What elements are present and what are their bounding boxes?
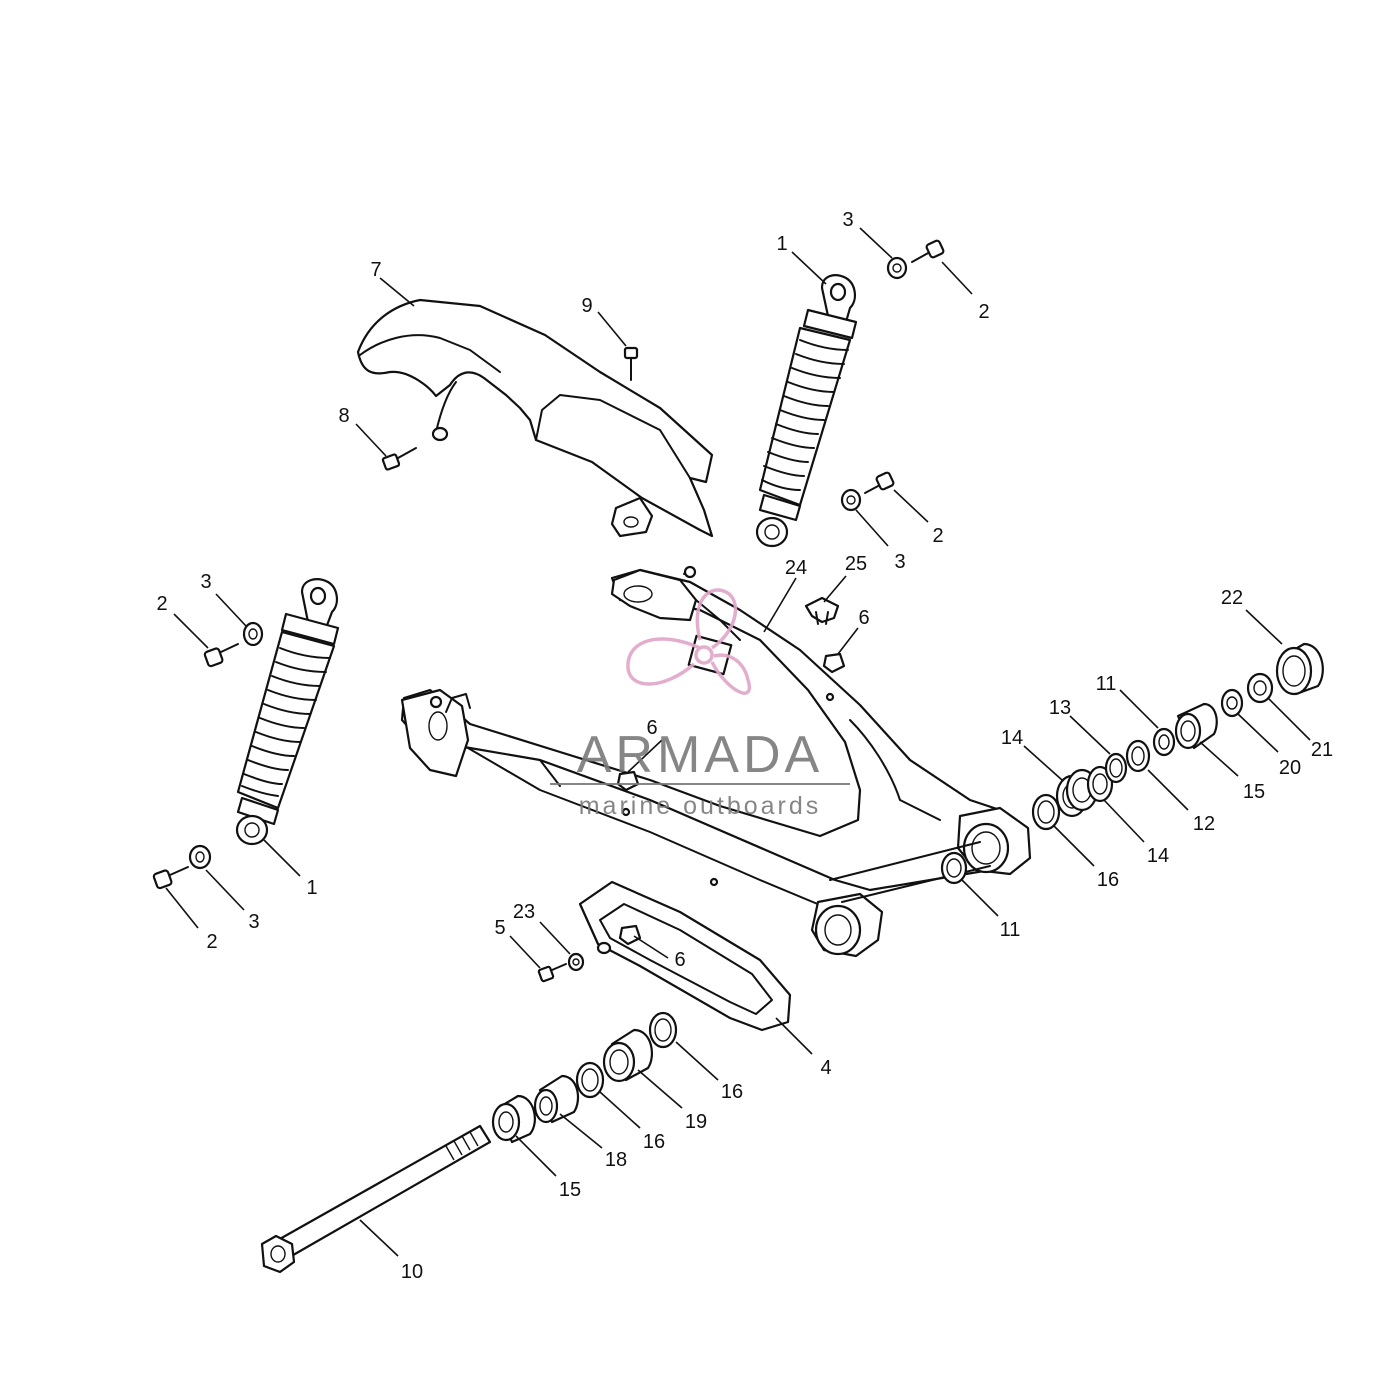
seal-16-middle [575, 1061, 605, 1099]
callout-label: 14 [1001, 727, 1023, 749]
callout-label: 24 [785, 557, 807, 579]
leader-lines [165, 227, 1311, 1257]
shock-absorber-left [235, 578, 340, 846]
callout-label: 18 [605, 1149, 627, 1171]
callout-label: 13 [1049, 697, 1071, 719]
callout-label: 15 [559, 1179, 581, 1201]
callout-label: 9 [581, 295, 592, 317]
nut-6-upper [822, 652, 846, 674]
callout-label: 20 [1279, 757, 1301, 779]
pivot-bolt-10 [260, 1124, 492, 1274]
callout-label: 3 [200, 571, 211, 593]
callout-label: 7 [370, 259, 381, 281]
watermark-brand: ARMADA [577, 726, 823, 784]
bolt-2-left-top [203, 643, 239, 668]
bolt-5 [537, 963, 567, 983]
callout-label: 14 [1147, 845, 1169, 867]
washer-23 [567, 952, 585, 972]
callout-label: 5 [494, 917, 505, 939]
callout-label: 21 [1311, 739, 1333, 761]
callout-label: 2 [206, 931, 217, 953]
callout-label: 1 [306, 877, 317, 899]
cap-22 [1275, 642, 1324, 696]
chain-slider [578, 880, 792, 1032]
bolt-2-top-right [911, 239, 945, 263]
callout-label: 8 [338, 405, 349, 427]
bearing-14-b [1086, 765, 1114, 803]
callout-label: 2 [156, 593, 167, 615]
spacer-11-lower [940, 851, 968, 885]
bushing-15-right [1174, 702, 1218, 750]
callout-label: 2 [932, 525, 943, 547]
callout-label: 3 [248, 911, 259, 933]
callout-label: 16 [643, 1131, 665, 1153]
washer-3-left-top [242, 621, 264, 647]
callout-label: 1 [776, 233, 787, 255]
sleeve-18 [533, 1074, 580, 1124]
spacer-11-upper [1152, 727, 1176, 757]
callout-label: 22 [1221, 587, 1243, 609]
washer-3-mid-right [840, 488, 862, 512]
washer-3-left-bottom [188, 844, 212, 870]
washer-3-top-right [886, 256, 908, 280]
callout-label: 10 [401, 1261, 423, 1283]
callout-label: 11 [1096, 673, 1117, 695]
callout-label: 25 [845, 553, 867, 575]
chain-guard [356, 298, 714, 538]
washer-20 [1220, 688, 1244, 718]
ring-12 [1125, 739, 1151, 773]
callout-label: 4 [820, 1057, 831, 1079]
callout-label: 3 [842, 209, 853, 231]
clip-25 [804, 596, 840, 625]
bolt-2-left-bottom [152, 866, 189, 890]
seal-16-upper [648, 1011, 678, 1049]
shock-absorber-right [755, 274, 858, 548]
callout-label: 11 [1000, 919, 1021, 941]
bolt-2-mid-right [864, 471, 895, 494]
bolt-8 [381, 447, 417, 471]
nut-21 [1246, 672, 1274, 704]
nut-6-center [616, 770, 640, 792]
callout-label: 23 [513, 901, 535, 923]
bushing-15-lower [491, 1094, 536, 1144]
watermark-tagline: marine outboards [579, 792, 822, 820]
callout-label: 16 [721, 1081, 743, 1103]
callout-label: 6 [646, 717, 657, 739]
callout-label: 15 [1243, 781, 1265, 803]
callout-label: 6 [858, 607, 869, 629]
bolt-9 [623, 346, 639, 381]
circlip-13 [1104, 752, 1128, 784]
watermark: ARMADA marine outboards [550, 588, 850, 820]
collar-19 [602, 1028, 653, 1083]
callout-labels: 3 1 2 7 9 8 2 3 24 25 6 3 2 22 11 13 14 … [156, 209, 1333, 1283]
callout-label: 19 [685, 1111, 707, 1133]
propeller-icon [626, 588, 752, 695]
callout-label: 16 [1097, 869, 1119, 891]
callout-label: 2 [978, 301, 989, 323]
callout-label: 6 [674, 949, 685, 971]
callout-label: 12 [1193, 813, 1215, 835]
seal-16-right [1031, 793, 1061, 831]
callout-label: 3 [894, 551, 905, 573]
